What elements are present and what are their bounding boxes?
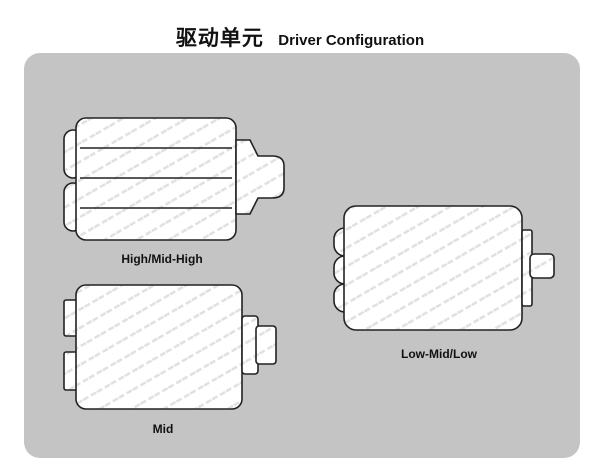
driver-low-mid-low	[333, 205, 555, 331]
title-english: Driver Configuration	[278, 32, 425, 49]
driver-label-high-mid-high: High/Mid-High	[121, 252, 203, 266]
title-chinese: 驱动单元	[175, 26, 264, 50]
page-title: 驱动单元 Driver Configuration	[0, 22, 600, 52]
driver-label-mid: Mid	[152, 422, 174, 436]
driver-mid	[63, 284, 277, 410]
driver-high-mid-high	[63, 117, 285, 241]
driver-label-low-mid-low: Low-Mid/Low	[401, 347, 477, 361]
